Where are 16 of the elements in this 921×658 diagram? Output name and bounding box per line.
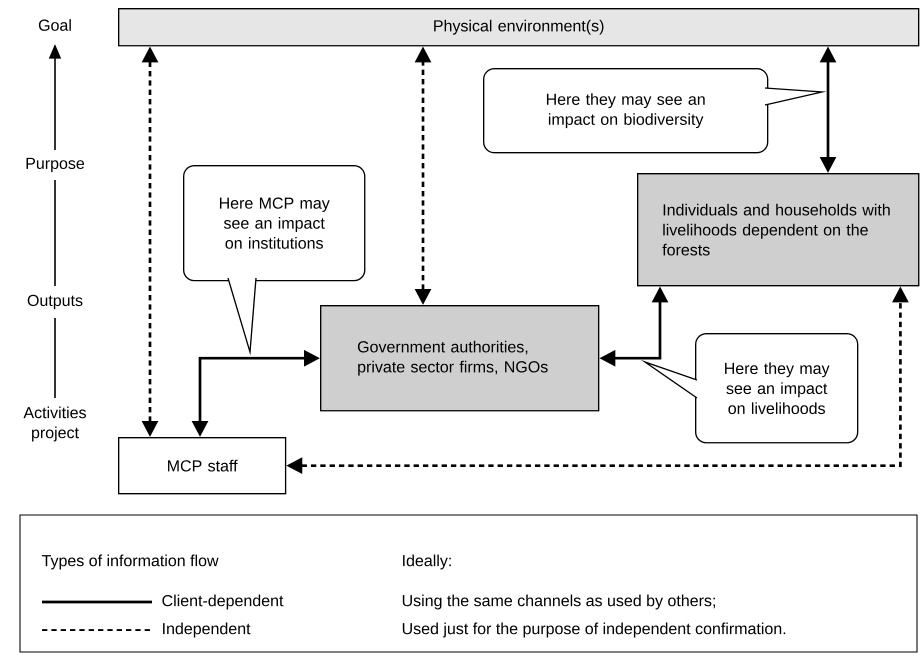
axis-label: Purpose bbox=[26, 158, 84, 172]
legend-label: Client-dependent bbox=[162, 594, 284, 610]
legend-label: Independent bbox=[163, 622, 250, 638]
axis-label: Goal bbox=[38, 19, 71, 31]
note-text: Using the same channels as used by others; bbox=[402, 594, 715, 610]
note-text: Used just for the purpose of independent confirmation. bbox=[402, 622, 786, 638]
band-box: Physical environment(s) bbox=[118, 8, 920, 46]
speech-bubble: Here they may see an impact on biodiversity bbox=[483, 68, 827, 154]
process-box: Individuals and households with livelihoods dependent on the forests bbox=[637, 173, 920, 286]
legend-heading: Types of information flow bbox=[42, 554, 219, 570]
process-box: MCP staff bbox=[118, 437, 286, 494]
legend-heading: Ideally: bbox=[403, 554, 451, 570]
axis-label: Outputs bbox=[28, 294, 82, 310]
process-box: Government authorities, private sector firms, NGOs bbox=[320, 305, 600, 412]
speech-bubble: Here they may see an impact on livelihoods bbox=[640, 333, 858, 444]
axis-label: Activities project bbox=[23, 406, 86, 442]
